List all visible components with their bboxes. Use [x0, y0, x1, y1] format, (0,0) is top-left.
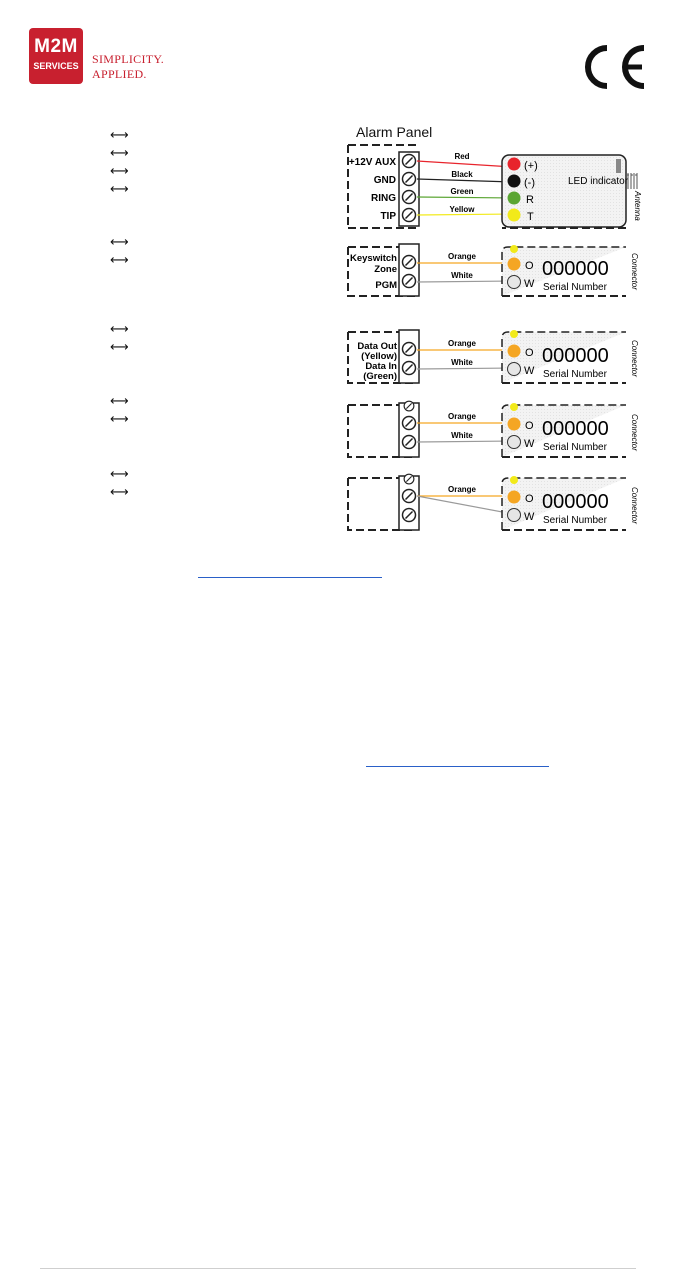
pin-o-dot — [507, 344, 521, 358]
logo-sub-text: SERVICES — [33, 61, 79, 71]
pin-o-dot — [507, 417, 521, 431]
serial-value: 000000 — [542, 491, 609, 513]
serial-value: 000000 — [542, 258, 609, 280]
wire-label-red: Red — [454, 152, 469, 161]
arrow-row: ⟷ — [110, 164, 129, 179]
serial-label: Serial Number — [543, 369, 608, 380]
pin-o-dot — [507, 490, 521, 504]
connector-label: Connector — [630, 253, 639, 290]
connector-label: Connector — [630, 414, 639, 451]
serial-value: 000000 — [542, 345, 609, 367]
data-out-label: Data Out — [357, 341, 397, 352]
connector-label: Connector — [630, 340, 639, 377]
pin-r-label: R — [526, 194, 534, 206]
m2m-logo: M2M SERVICES — [29, 28, 83, 84]
ce-mark-icon — [585, 45, 645, 89]
block-keyswitch-wiring: Keyswitch Zone PGM Orange White O W 0000… — [347, 243, 639, 297]
arrow-row: ⟷ — [110, 235, 129, 250]
wire-red — [416, 160, 514, 168]
terminal-tip: TIP — [380, 211, 396, 222]
pin-w-label: W — [524, 278, 535, 290]
serial-label: Serial Number — [543, 515, 608, 526]
arrow-row: ⟷ — [110, 253, 129, 268]
arrow-row: ⟷ — [110, 412, 129, 427]
wire-label-green: Green — [450, 187, 473, 196]
block-main-wiring: +12V AUX GND RING TIP Red Black Green Ye… — [347, 144, 642, 229]
pin-w-dot — [507, 435, 521, 449]
wire-label-white: White — [451, 358, 473, 367]
pin-w-dot — [507, 508, 521, 522]
arrow-row: ⟷ — [110, 485, 129, 500]
tagline-line-2: APPLIED. — [92, 67, 147, 81]
pin-o-label: O — [525, 260, 534, 272]
block-two-wire: Orange White O W 000000 Serial Number Co… — [347, 400, 639, 458]
pin-o-label: O — [525, 420, 534, 432]
tagline-line-1: SIMPLICITY. — [92, 52, 165, 66]
data-out-color-label: (Yellow) — [361, 351, 397, 362]
antenna-coil-icon — [627, 173, 638, 189]
pin-w-label: W — [524, 511, 535, 523]
wire-label-yellow: Yellow — [450, 205, 476, 214]
pin-minus-dot — [507, 174, 521, 188]
serial-value: 000000 — [542, 418, 609, 440]
serial-label: Serial Number — [543, 282, 608, 293]
wire-label-orange: Orange — [448, 412, 477, 421]
wire-yellow — [416, 213, 514, 216]
block-data-wiring: Data Out (Yellow) Data In (Green) Orange… — [347, 329, 639, 384]
led-indicator-label: LED indicator — [568, 176, 629, 187]
pin-minus-label: (-) — [524, 177, 535, 189]
pin-w-label: W — [524, 365, 535, 377]
pin-r-dot — [507, 191, 521, 205]
keyswitch-label: Keyswitch — [350, 253, 397, 264]
pin-plus-dot — [507, 157, 521, 171]
wire-label-white: White — [451, 431, 473, 440]
wiring-diagram: Alarm Panel +12V AUX GND RING TIP Red Bl… — [347, 124, 642, 531]
arrow-row: ⟷ — [110, 467, 129, 482]
pin-w-dot — [507, 362, 521, 376]
wire-green — [416, 196, 514, 199]
terminal-gnd: GND — [374, 175, 396, 186]
footer-divider — [40, 1268, 636, 1269]
data-in-color-label: (Green) — [363, 371, 397, 382]
pin-w-label: W — [524, 438, 535, 450]
arrow-row: ⟷ — [110, 128, 129, 143]
pin-plus-label: (+) — [524, 160, 538, 172]
data-in-label: Data In — [365, 361, 397, 372]
arrow-row: ⟷ — [110, 394, 129, 409]
zone-label: Zone — [374, 264, 397, 275]
antenna-label: Antenna — [633, 190, 642, 221]
arrow-row: ⟷ — [110, 322, 129, 337]
arrow-row: ⟷ — [110, 182, 129, 197]
terminal-12v-aux: +12V AUX — [349, 157, 396, 168]
pin-t-dot — [507, 208, 521, 222]
arrow-row: ⟷ — [110, 146, 129, 161]
pin-o-label: O — [525, 493, 534, 505]
wire-label-white: White — [451, 271, 473, 280]
terminal-ring: RING — [371, 193, 396, 204]
diagram-title: Alarm Panel — [356, 124, 432, 140]
wire-label-orange: Orange — [448, 339, 477, 348]
wire-label-black: Black — [451, 170, 473, 179]
link-underline[interactable] — [198, 577, 382, 578]
wire-black — [416, 178, 514, 183]
pgm-label: PGM — [375, 280, 397, 291]
pin-o-dot — [507, 257, 521, 271]
link-underline[interactable] — [366, 766, 549, 767]
pin-t-label: T — [527, 211, 534, 223]
wire-label-orange: Orange — [448, 485, 477, 494]
led-bar — [616, 159, 621, 173]
logo-main-text: M2M — [34, 36, 78, 57]
block-one-wire: Orange O W 000000 Serial Number Connecto… — [347, 473, 639, 531]
connector-label: Connector — [630, 487, 639, 524]
serial-label: Serial Number — [543, 442, 608, 453]
wire-label-orange: Orange — [448, 252, 477, 261]
pin-w-dot — [507, 275, 521, 289]
arrow-row: ⟷ — [110, 340, 129, 355]
pin-o-label: O — [525, 347, 534, 359]
